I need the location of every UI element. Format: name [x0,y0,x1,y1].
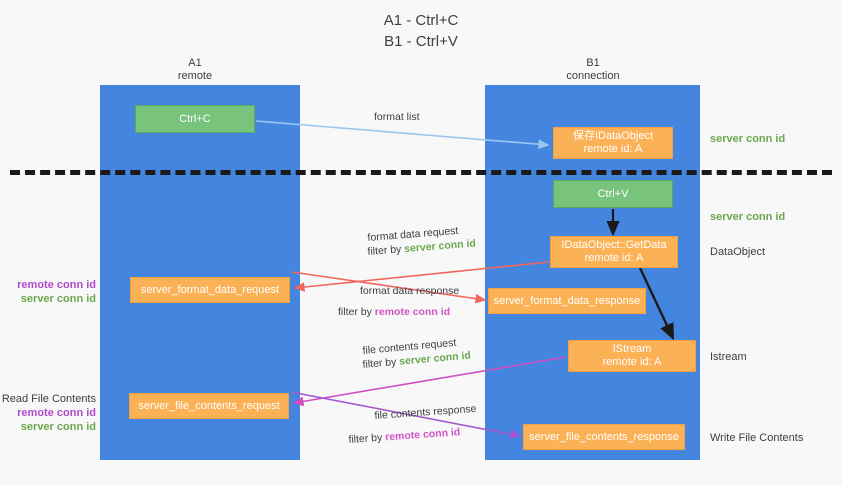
filter-prefix: filter by [362,355,400,371]
filter-prefix: filter by [348,431,386,446]
column-header-a1: A1 remote [177,57,213,82]
node-server-format-data-request[interactable]: server_format_data_request [130,277,290,303]
annotation-server-conn-id: server conn id [20,293,96,305]
annotation-server-conn-id: server conn id [20,421,96,433]
edge-label-file-contents-response-filter: filter by remote conn id [348,425,461,447]
filter-value-remote-conn-id: remote conn id [384,426,461,444]
annotation-left-block-2: Read File Contents remote conn id server… [0,392,96,434]
phase-divider [10,170,832,175]
node-server-file-contents-request[interactable]: server_file_contents_request [129,393,289,419]
annotation-write-file-contents: Write File Contents [710,432,804,444]
node-server-format-data-response[interactable]: server_format_data_response [488,288,646,314]
filter-prefix: filter by [338,306,375,318]
annotation-left-block-1: remote conn id server conn id [0,278,96,306]
node-istream[interactable]: IStream remote id: A [568,340,696,372]
node-idataobject-getdata[interactable]: IDataObject::GetData remote id: A [550,236,678,268]
node-save-idataobject[interactable]: 保存IDataObject remote id: A [553,127,673,159]
column-header-b1: B1 connection [566,57,620,82]
annotation-dataobject: DataObject [710,246,766,258]
node-ctrl-v[interactable]: Ctrl+V [553,180,673,208]
diagram-title: A1 - Ctrl+C B1 - Ctrl+V [383,12,459,50]
filter-value-remote-conn-id: remote conn id [374,306,451,318]
edge-label-file-contents-response: file contents response [374,402,477,422]
annotation-remote-conn-id: remote conn id [17,407,96,419]
edge-label-format-data-response-filter: filter by remote conn id [338,305,450,319]
edge-label-format-data-response: format data response [360,285,460,297]
node-ctrl-c[interactable]: Ctrl+C [135,105,255,133]
annotation-read-file-contents: Read File Contents [1,393,96,405]
annotation-server-conn-id-mid: server conn id [710,211,786,223]
annotation-istream: Istream [710,351,747,363]
filter-prefix: filter by [367,243,405,258]
annotation-remote-conn-id: remote conn id [17,279,96,291]
node-server-file-contents-response[interactable]: server_file_contents_response [523,424,685,450]
edge-label-format-list: format list [374,111,420,123]
annotation-server-conn-id-top: server conn id [710,133,786,145]
